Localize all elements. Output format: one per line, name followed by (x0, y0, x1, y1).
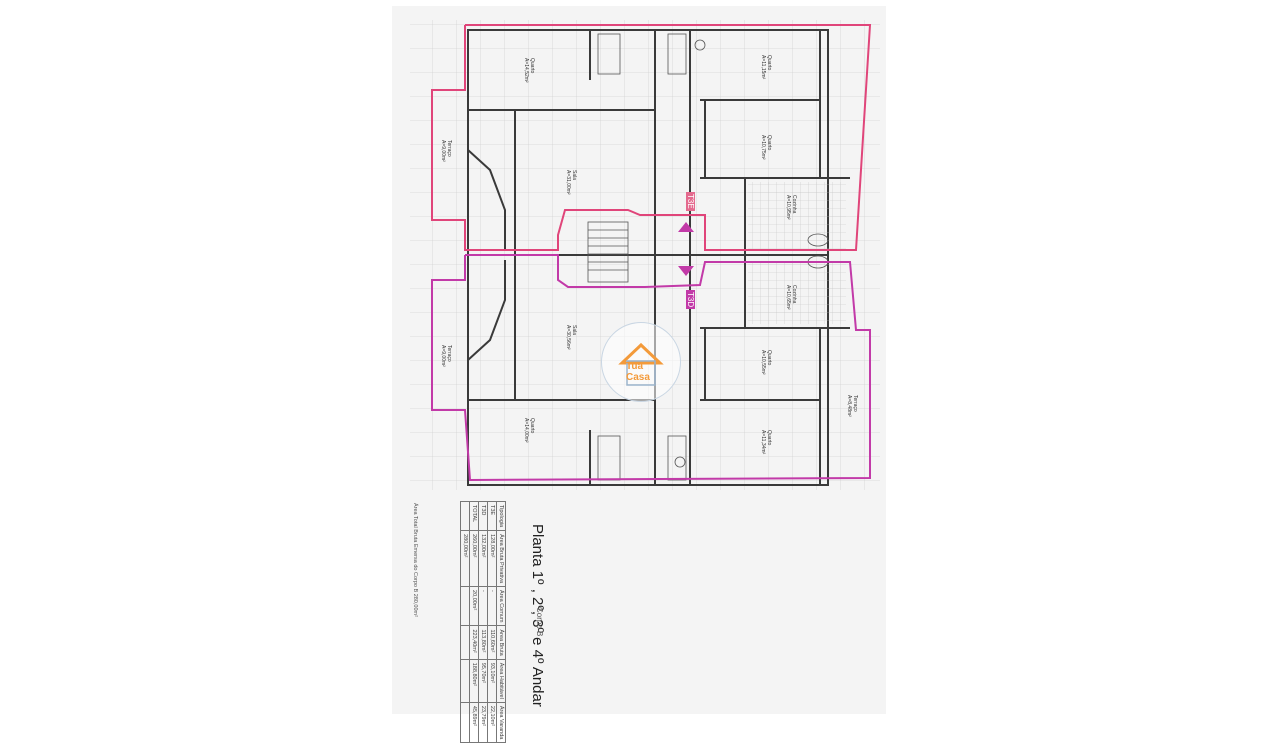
table-cell: 110,60m² (487, 625, 497, 660)
table-cell: 23,79m² (478, 702, 488, 743)
table-cell: 45,89m² (469, 702, 479, 743)
table-cell (460, 501, 470, 531)
table-cell (460, 659, 470, 703)
house-logo-icon (601, 322, 681, 402)
t3d-marker (678, 266, 694, 276)
t3d-outline (431, 254, 871, 482)
table-row: TOTAL 260,00m² 20,00m² 223,40m² 188,80m²… (469, 501, 479, 743)
table-cell: T3D (478, 501, 488, 531)
logo-text-tua: Tua (626, 361, 644, 372)
table-row: T3E 128,00m² - 110,60m² 93,10m² 22,10m² (487, 501, 497, 743)
table-cell: 132,00m² (478, 530, 488, 587)
floor-plan-drawing (410, 20, 880, 490)
table-cell (460, 586, 470, 626)
stairwell (587, 221, 629, 283)
table-cell: 113,80m² (478, 625, 488, 660)
table-header: Tipologia (496, 501, 506, 531)
table-cell (460, 702, 470, 743)
table-header-row: Tipologia Área Bruta Privativa Área Comu… (496, 501, 506, 743)
table-cell: - (478, 586, 488, 626)
table-cell: 95,70m² (478, 659, 488, 703)
logo-text-casa: Casa (626, 372, 650, 383)
total-area-note: Área Total Bruta Emersa do Corpo B 280,0… (412, 503, 418, 617)
t3d-tag: T3D (686, 290, 695, 310)
table-header: Área Comum (496, 586, 506, 626)
table-cell: 128,00m² (487, 530, 497, 587)
table-cell: 22,10m² (487, 702, 497, 743)
table-cell: 188,80m² (469, 659, 479, 703)
table-cell: 93,10m² (487, 659, 497, 703)
block-label: Corpo B (535, 607, 544, 637)
area-table: Tipologia Área Bruta Privativa Área Comu… (460, 501, 506, 743)
kitchen-tiles-bottom (748, 262, 846, 324)
table-cell: 260,00m² (469, 530, 479, 587)
table-cell: 20,00m² (469, 586, 479, 626)
table-cell: 223,40m² (469, 625, 479, 660)
t3e-outline (431, 24, 872, 251)
table-header: Área Bruta (496, 625, 506, 660)
table-cell: 280,00m² (460, 530, 470, 587)
table-header: Área Varanda (496, 702, 506, 743)
table-cell (460, 625, 470, 660)
table-cell: T3E (487, 501, 497, 531)
table-cell: - (487, 586, 497, 626)
table-row: 280,00m² (460, 501, 470, 743)
table-row: T3D 132,00m² - 113,80m² 95,70m² 23,79m² (478, 501, 488, 743)
kitchen-tiles-top (748, 182, 846, 250)
t3e-marker (678, 222, 694, 232)
table-header: Área Habitável (496, 659, 506, 703)
table-cell: TOTAL (469, 501, 479, 531)
table-header: Área Bruta Privativa (496, 530, 506, 587)
bathroom-fixtures (597, 33, 829, 481)
t3e-tag: T3E (686, 192, 695, 211)
